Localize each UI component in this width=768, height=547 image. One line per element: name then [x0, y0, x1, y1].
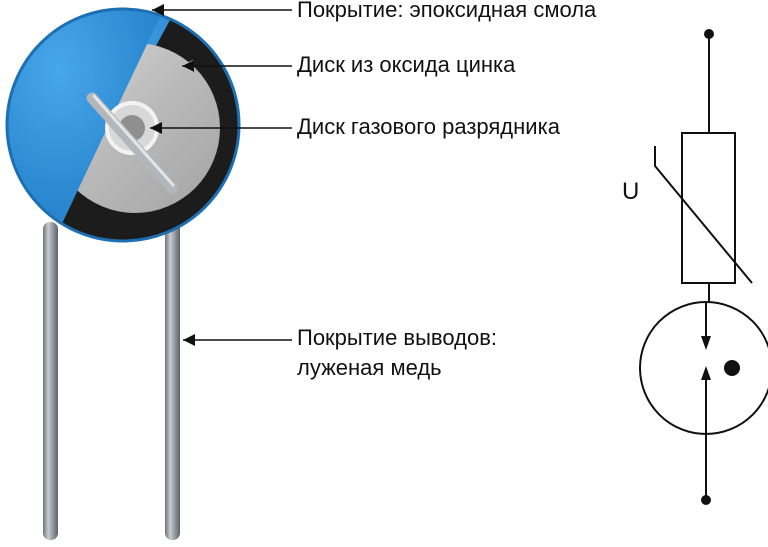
label-epoxy-coating: Покрытие: эпоксидная смола [297, 0, 597, 22]
internal-wire-highlight [92, 94, 175, 187]
leader-lines [150, 3, 292, 346]
label-gas-discharge-disk: Диск газового разрядника [297, 114, 560, 139]
epoxy-cover [7, 9, 168, 232]
internal-wire [86, 92, 178, 194]
schematic-symbol [639, 29, 768, 505]
left-lead [43, 222, 58, 540]
right-lead [165, 196, 180, 540]
varistor-body [5, 7, 241, 243]
gas-dot [724, 360, 740, 376]
nonlinear-slash [654, 146, 753, 284]
upper-electrode-arrow [701, 336, 711, 350]
label-zinc-oxide-disk: Диск из оксида цинка [297, 52, 516, 77]
bottom-terminal [701, 495, 711, 505]
voltage-label: U [622, 178, 640, 205]
label-lead-coating-line2: луженая медь [297, 355, 442, 380]
component-leads [43, 196, 180, 540]
disk-outline [5, 7, 241, 243]
arrester-circle [639, 301, 768, 435]
lower-electrode-arrow [701, 366, 711, 380]
label-lead-coating-line1: Покрытие выводов: [297, 325, 497, 350]
